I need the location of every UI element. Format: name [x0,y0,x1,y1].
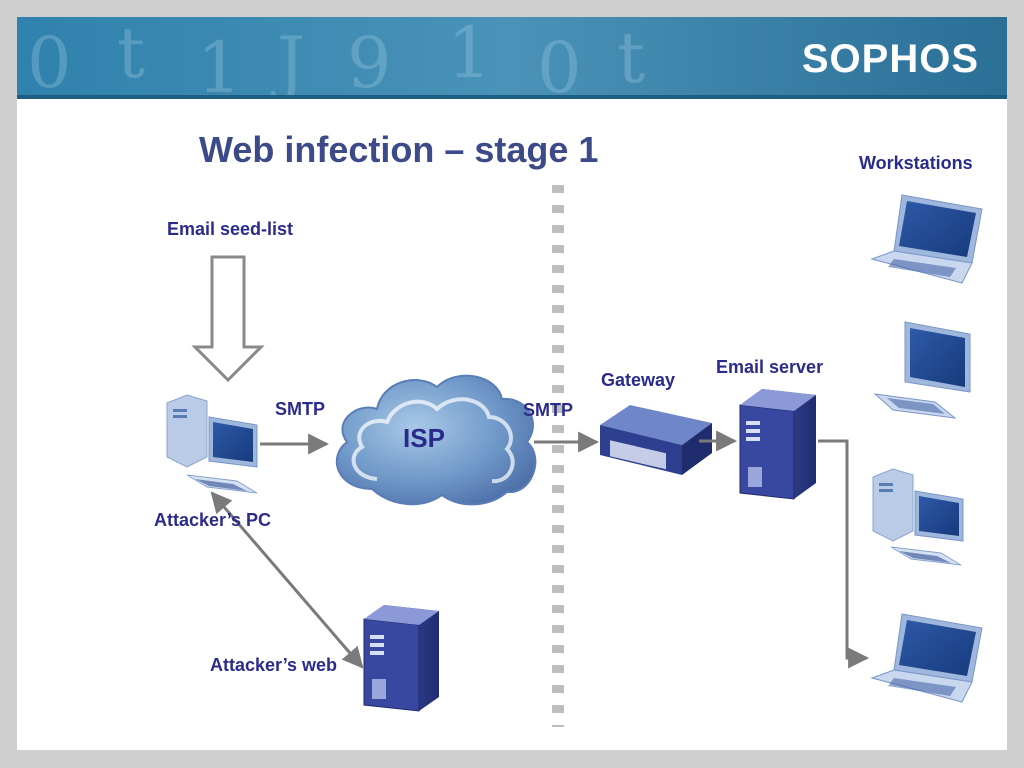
server-tower-icon [363,605,439,712]
desktop-computer-icon [166,394,258,494]
laptop-icon [870,194,983,284]
laptop-icon [870,613,983,703]
slide-title: Web infection – stage 1 [199,129,599,170]
gateway-appliance-icon [600,405,712,475]
banner-background: 0 t 1 J 9 1 0 t [17,17,1007,99]
svg-text:t: t [117,17,145,94]
attackers-web-label: Attacker’s web [210,655,338,675]
header-banner: 0 t 1 J 9 1 0 t SOPHOS [17,17,1007,99]
attackers-pc-label: Attacker’s PC [154,510,272,530]
email-seed-list-label: Email seed-list [167,219,294,239]
desktop-computer-icon [872,468,964,566]
smtp-right-label: SMTP [523,400,574,420]
smtp-left-label: SMTP [275,399,326,419]
svg-text:9: 9 [347,22,392,99]
isp-label: ISP [403,423,445,453]
svg-text:1: 1 [447,17,492,94]
svg-text:1: 1 [197,27,242,99]
gateway-label: Gateway [601,370,676,390]
svg-text:t: t [617,17,645,99]
slide: 0 t 1 J 9 1 0 t SOPHOS Web infection – s… [17,17,1007,750]
server-tower-icon [739,389,816,500]
sophos-logo: SOPHOS [801,37,979,81]
svg-text:0: 0 [27,22,72,99]
cloud-icon [335,374,537,506]
workstations-label: Workstations [859,153,973,173]
svg-text:J: J [271,22,305,99]
network-diagram [166,185,983,727]
svg-text:0: 0 [537,27,582,99]
monitor-icon [873,321,971,419]
down-arrow-icon [191,255,265,383]
email-server-label: Email server [716,357,824,377]
